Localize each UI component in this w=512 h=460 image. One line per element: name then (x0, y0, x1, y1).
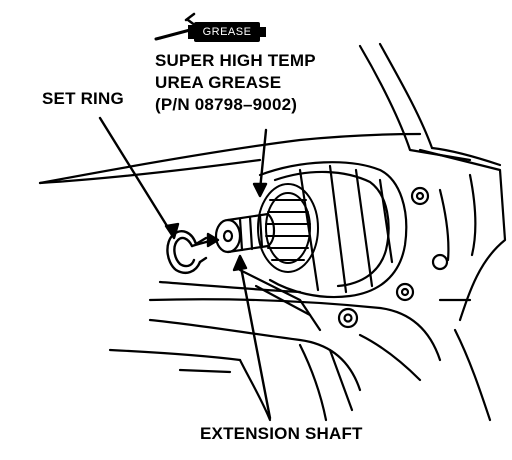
grease-part-number: (P/N 08798–9002) (155, 95, 298, 114)
leader-arrows (98, 116, 272, 420)
transmission-housing (38, 42, 507, 422)
set-ring-leader (98, 116, 174, 236)
set-ring-label: SET RING (42, 89, 124, 108)
install-direction-arrow (206, 232, 220, 248)
set-ring-part (166, 230, 208, 274)
extension-shaft-part (214, 212, 276, 254)
grease-spec-line-2: UREA GREASE (155, 73, 282, 92)
output-seal (257, 183, 319, 273)
extension-shaft-label: EXTENSION SHAFT (200, 424, 363, 443)
extension-shaft-leader (238, 260, 272, 420)
grease-spec-line-1: SUPER HIGH TEMP (155, 51, 316, 70)
grease-gun-icon (154, 12, 266, 42)
grease-badge-label: GREASE (202, 26, 252, 38)
